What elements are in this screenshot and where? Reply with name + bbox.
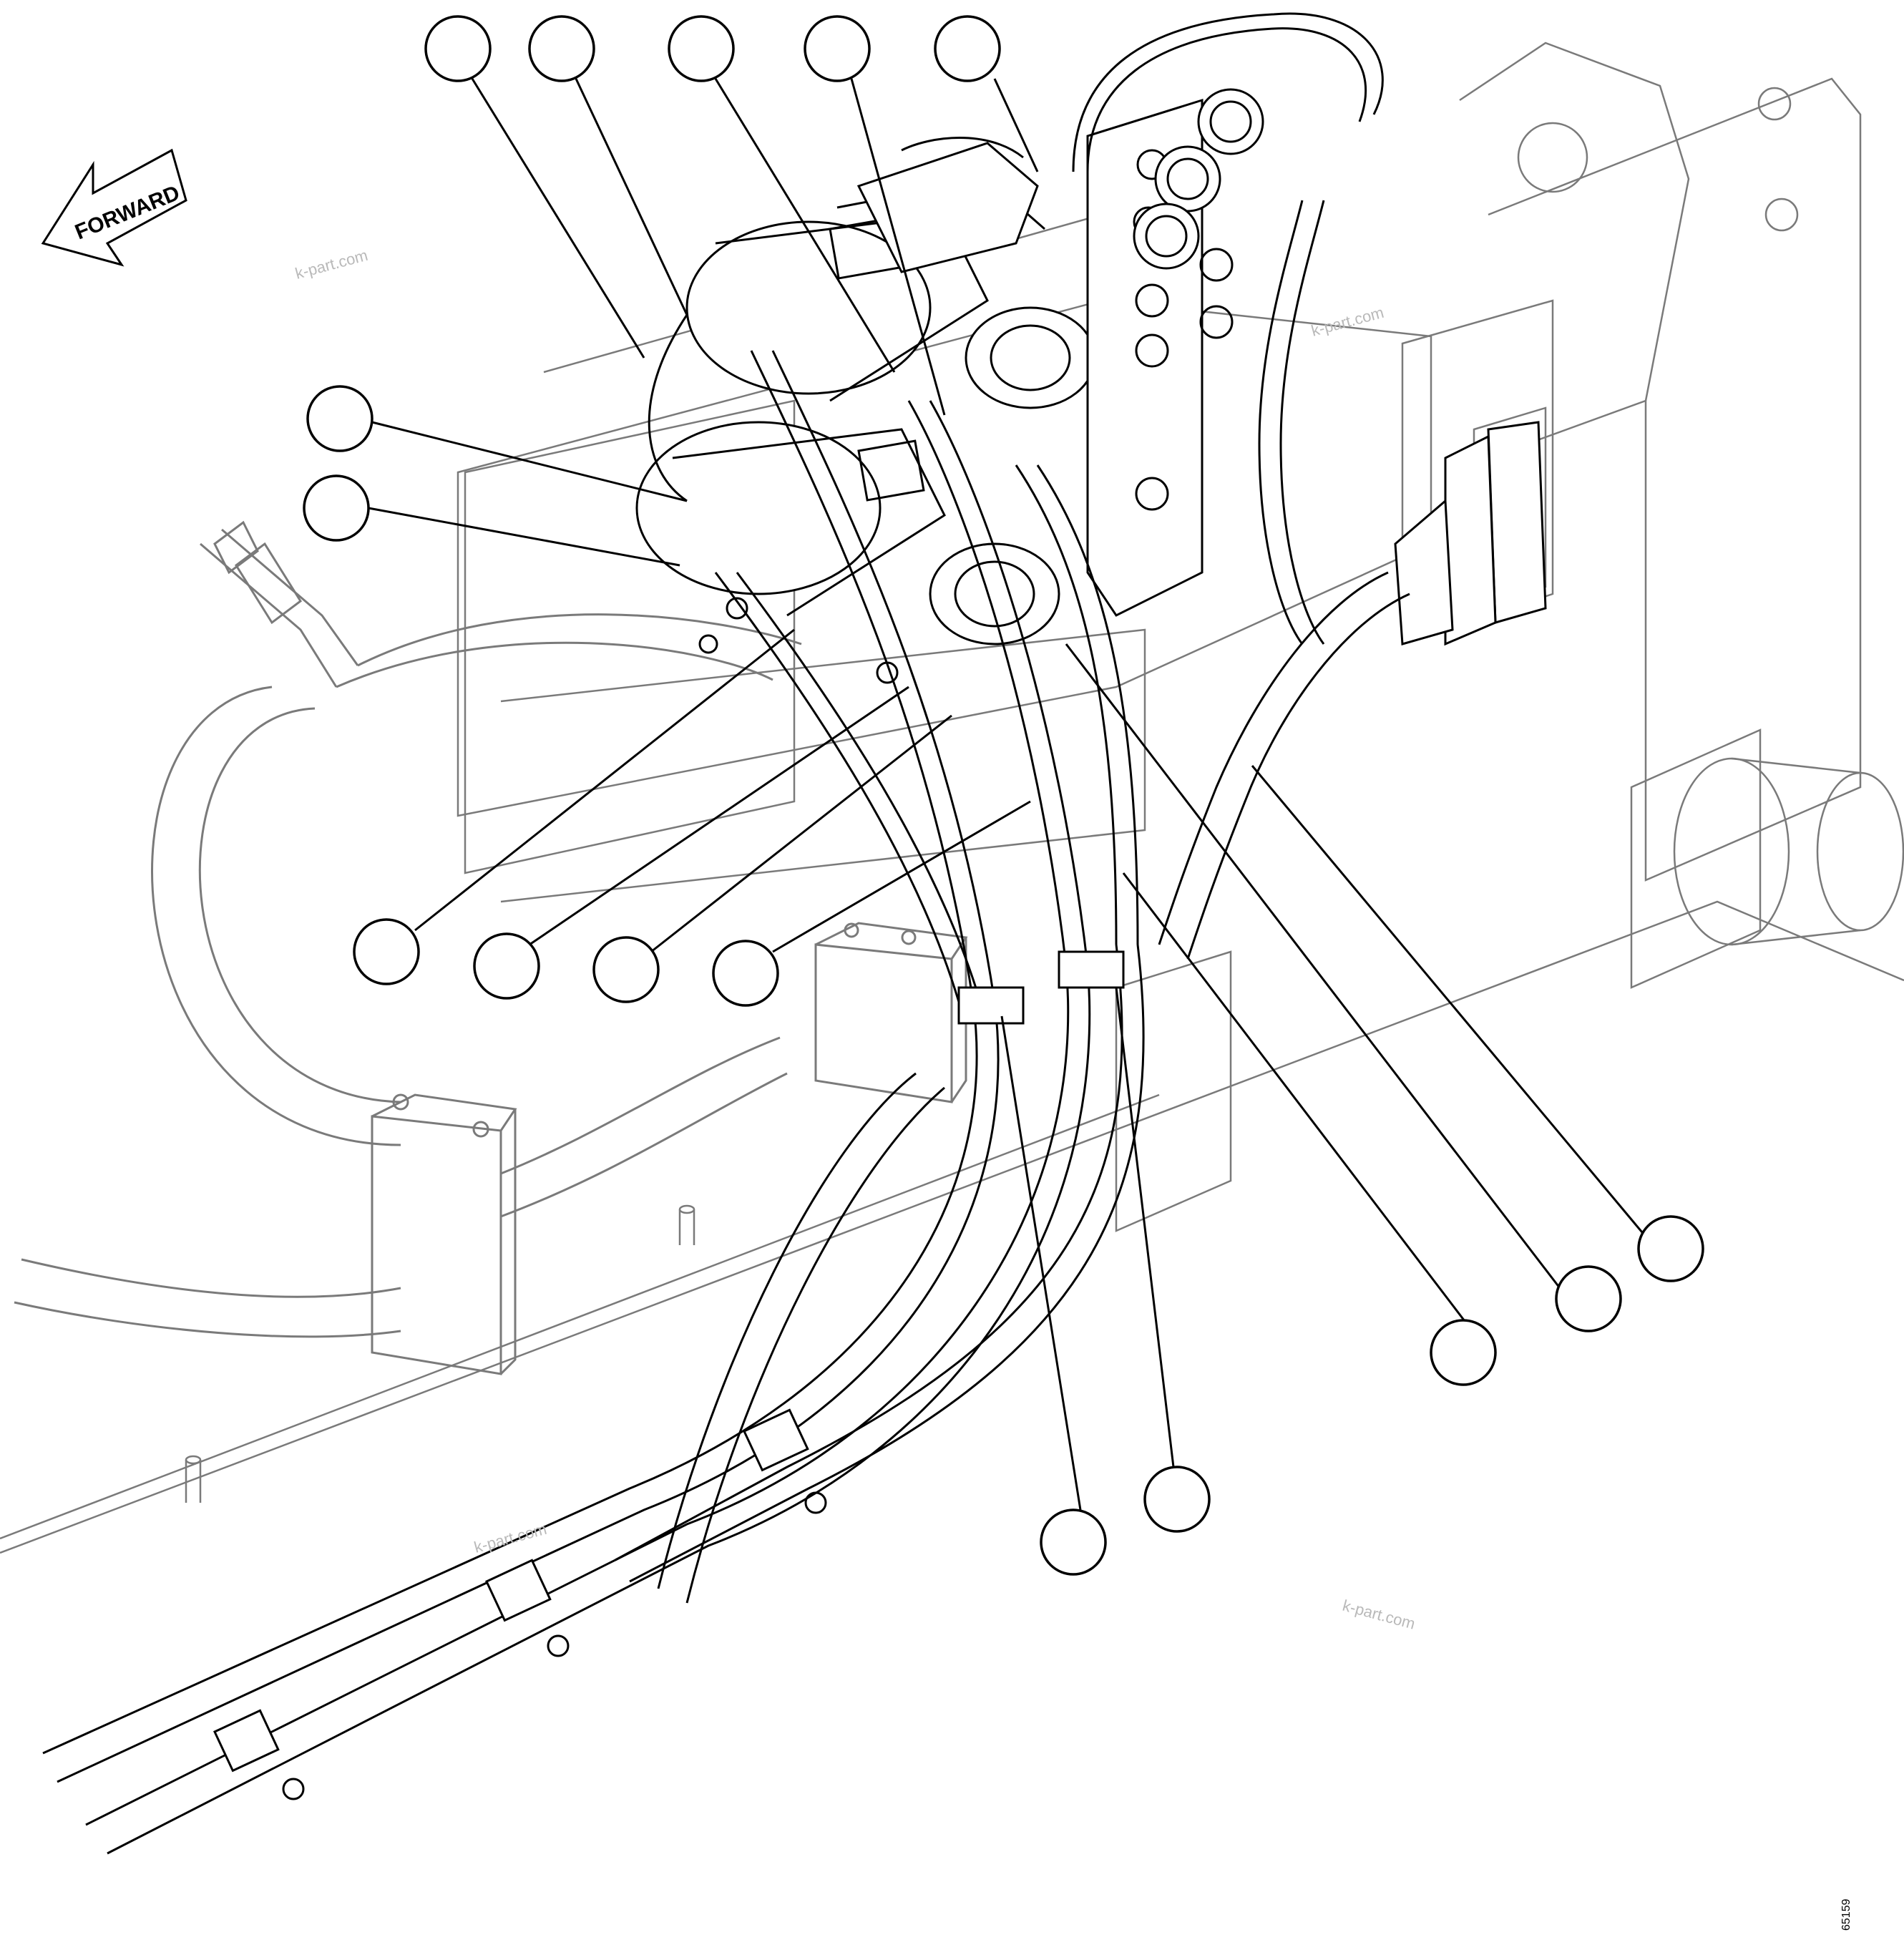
- callout-circle: [804, 15, 871, 82]
- callout-circle: [1143, 1466, 1211, 1533]
- harness-clamps: [213, 950, 1125, 1800]
- callout-circle: [303, 474, 370, 542]
- watermark-text: k-part.com: [472, 1520, 549, 1556]
- electrical-connector-right: [1394, 421, 1547, 646]
- callout-circle: [712, 940, 779, 1007]
- callout-circle: [592, 936, 660, 1003]
- callout-circle: [306, 385, 374, 452]
- callout-circle: [528, 15, 595, 82]
- callout-circle: [934, 15, 1001, 82]
- callout-leader-lines: [368, 78, 1654, 1511]
- watermark-text: k-part.com: [1309, 303, 1386, 340]
- callout-circles: [303, 15, 1704, 1576]
- watermark-text: k-part.com: [293, 246, 370, 283]
- callout-circle: [1040, 1508, 1107, 1576]
- watermark-text: k-part.com: [1341, 1597, 1417, 1633]
- hose-clamp-block-left: [371, 1093, 517, 1375]
- callout-circle: [353, 918, 420, 985]
- callout-circle: [1637, 1215, 1704, 1282]
- callout-circle: [424, 15, 492, 82]
- callout-circle: [668, 15, 735, 82]
- figure-number: 65159: [1840, 1898, 1852, 1931]
- hose-clamp-block-center: [814, 922, 968, 1103]
- wire-harness-bundle: [42, 12, 1410, 1855]
- callout-circle: [1555, 1265, 1622, 1332]
- forward-arrow: FORWARD: [41, 148, 187, 267]
- callout-circle: [473, 932, 540, 1000]
- pipe-fitting-left: [213, 520, 303, 625]
- callout-circle: [1430, 1319, 1497, 1386]
- motor-assembly: [635, 137, 1096, 684]
- connector-panel: [1086, 88, 1264, 617]
- watermarks: k-part.com k-part.com k-part.com k-part.…: [293, 246, 1417, 1633]
